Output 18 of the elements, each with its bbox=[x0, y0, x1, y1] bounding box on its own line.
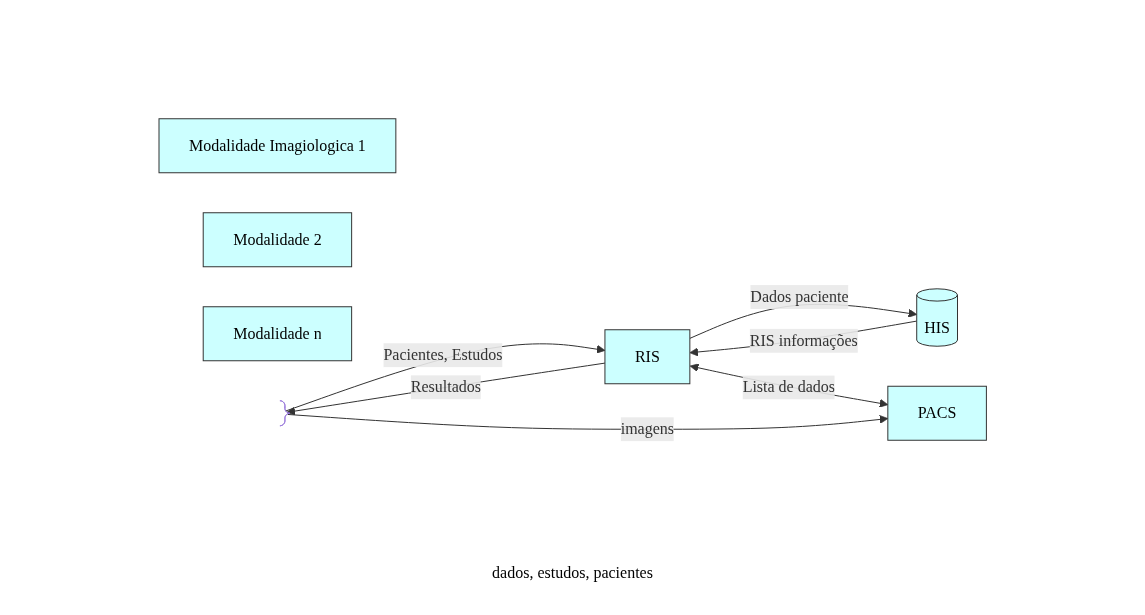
node-box: PACS bbox=[887, 385, 987, 441]
node-box: Modalidade 2 bbox=[202, 212, 352, 268]
edge-label: Lista de dados bbox=[742, 378, 835, 396]
node-box: RIS bbox=[604, 329, 691, 385]
node-box: Modalidade Imagiologica 1 bbox=[158, 118, 397, 174]
arrow bbox=[689, 363, 889, 408]
edge-label: Pacientes, Estudos bbox=[383, 346, 503, 364]
edge-label: imagens bbox=[620, 420, 674, 438]
edge-label: RIS informações bbox=[749, 331, 858, 349]
node-box: Modalidade n bbox=[202, 306, 352, 362]
arrow bbox=[689, 320, 917, 357]
note-text: dados, estudos, pacientes bbox=[492, 564, 653, 581]
arrow bbox=[286, 362, 606, 416]
node-brace bbox=[279, 400, 291, 427]
arrow bbox=[285, 343, 606, 412]
arrow bbox=[287, 413, 888, 430]
edge-label: Dados paciente bbox=[750, 288, 849, 306]
edge-label: Resultados bbox=[410, 378, 481, 396]
